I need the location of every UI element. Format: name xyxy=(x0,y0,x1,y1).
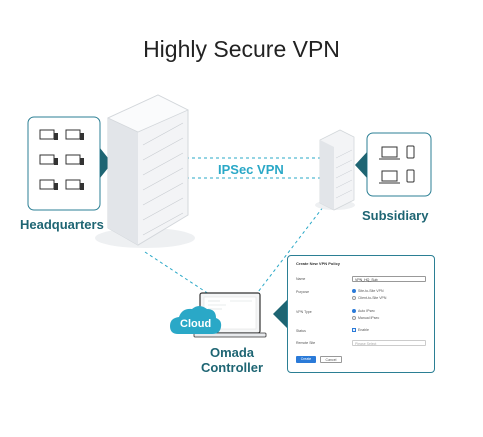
name-label: Name xyxy=(296,277,306,281)
cloud-icon xyxy=(170,306,222,334)
phone-icon xyxy=(406,169,415,183)
subsidiary-building-icon xyxy=(315,129,355,211)
controller-label-line2: Controller xyxy=(200,360,264,375)
purpose-option-1: Site-to-Site VPN xyxy=(358,289,384,293)
status-value: Enable xyxy=(358,328,369,332)
ipsec-vpn-label: IPSec VPN xyxy=(212,162,290,177)
hq-controller-line xyxy=(144,251,216,299)
connection-lines xyxy=(144,157,331,299)
vpn-type-option-2: Manual IPsec xyxy=(358,316,380,320)
cancel-button[interactable]: Cancel xyxy=(320,356,342,363)
vpn-type-option-1: Auto IPsec xyxy=(358,309,375,313)
headquarters-label: Headquarters xyxy=(20,217,104,232)
hq-device-panel xyxy=(27,116,112,211)
vpn-policy-form: Create New VPN Policy Name VPN_HQ_Sub Pu… xyxy=(287,255,435,373)
vpn-type-radio-auto[interactable] xyxy=(352,309,356,313)
form-title: Create New VPN Policy xyxy=(296,261,341,266)
remote-site-label: Remote Site xyxy=(296,341,316,345)
remote-site-placeholder: Please Select xyxy=(355,342,377,346)
headquarters-building-icon xyxy=(95,94,195,248)
name-value: VPN_HQ_Sub xyxy=(355,278,378,282)
create-button[interactable]: Create xyxy=(296,356,316,363)
laptop-icon xyxy=(381,146,398,158)
subsidiary-device-panel xyxy=(355,132,432,197)
purpose-radio-client-to-site[interactable] xyxy=(352,296,356,300)
subsidiary-label: Subsidiary xyxy=(362,208,429,223)
phone-icon xyxy=(406,145,415,159)
subsidiary-controller-line xyxy=(257,197,331,293)
status-checkbox[interactable] xyxy=(352,328,356,332)
purpose-option-2: Client-to-Site VPN xyxy=(358,296,387,300)
vpn-type-label: VPN Type xyxy=(296,310,312,314)
purpose-radio-site-to-site[interactable] xyxy=(352,289,356,293)
controller-label-line1: Omada xyxy=(209,345,255,360)
remote-site-select[interactable]: Please Select xyxy=(352,340,426,346)
laptop-icon xyxy=(381,170,398,182)
purpose-label: Purpose xyxy=(296,290,310,294)
name-input[interactable]: VPN_HQ_Sub xyxy=(352,276,426,282)
status-label: Status xyxy=(296,329,306,333)
panel-pointer xyxy=(273,300,287,328)
page-title: Highly Secure VPN xyxy=(143,36,340,62)
omada-controller-label: Omada Controller xyxy=(188,345,276,375)
vpn-type-radio-manual[interactable] xyxy=(352,316,356,320)
cloud-label: Cloud xyxy=(180,318,212,330)
